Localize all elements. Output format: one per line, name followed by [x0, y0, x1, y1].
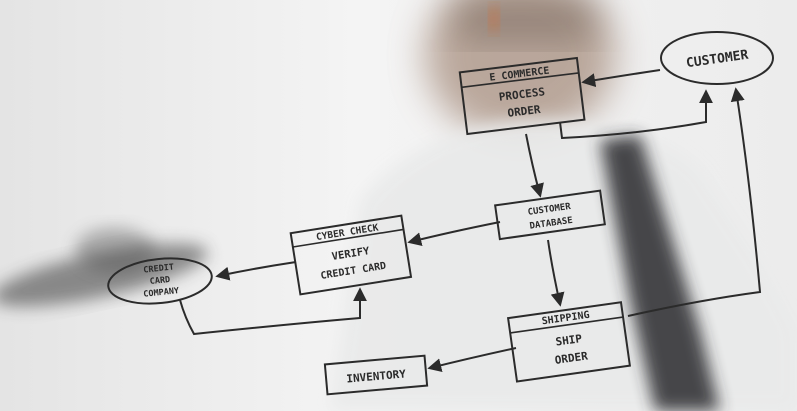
arrow-shipping-to-inventory [427, 347, 517, 373]
node-shipping: SHIPPING SHIP ORDER [506, 301, 632, 383]
diagram-connections [179, 69, 762, 373]
node-credit-card-company: CREDIT CARD COMPANY [107, 257, 213, 305]
node-inventory: INVENTORY [323, 354, 429, 396]
arrow-shipping-to-customer [627, 87, 762, 317]
arrow-database-to-cyber-check [407, 221, 501, 247]
arrow-ecommerce-to-customer [559, 89, 713, 140]
node-inventory-label: INVENTORY [346, 367, 407, 385]
node-cyber-check-line-1: VERIFY [331, 245, 371, 263]
node-ecommerce-line-2: ORDER [507, 103, 542, 120]
node-ecommerce-line-1: PROCESS [498, 85, 546, 104]
node-credit-line-1: CREDIT [143, 262, 175, 275]
node-shipping-line-2: ORDER [554, 349, 589, 367]
arrow-cyber-check-to-credit-company [215, 261, 297, 281]
arrow-credit-company-to-cyber-check [179, 287, 367, 336]
arrow-ecommerce-to-database [525, 133, 544, 198]
arrow-customer-to-ecommerce [581, 69, 661, 88]
arrow-database-to-shipping [547, 239, 565, 307]
node-credit-line-3: COMPANY [143, 286, 181, 300]
node-credit-line-2: CARD [149, 275, 170, 287]
node-shipping-line-1: SHIP [555, 332, 583, 349]
